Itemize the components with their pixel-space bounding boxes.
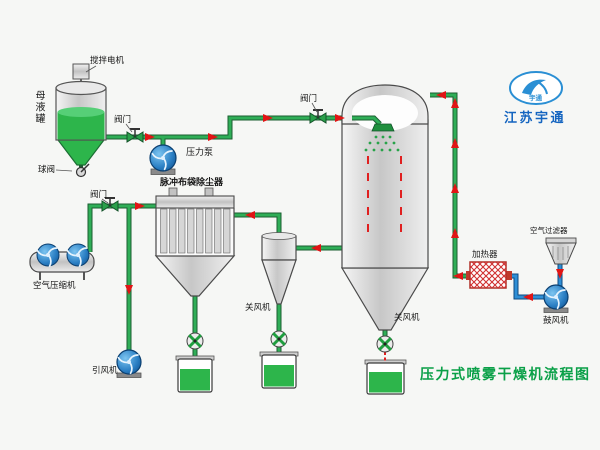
- spray-tower: [340, 84, 430, 331]
- stirring-motor-label: 搅拌电机: [90, 55, 125, 65]
- spray-nozzle: [371, 123, 395, 132]
- blower-fan: [543, 284, 569, 313]
- hot-air-streaks: [367, 156, 402, 240]
- pressure-pump-label: 压力泵: [186, 147, 214, 157]
- air-compressor: [29, 243, 95, 280]
- mother-liquor-tank-label: 母液罐: [33, 90, 44, 125]
- feed-valve-icon: [126, 128, 144, 143]
- logo-swoosh-icon: [522, 79, 546, 95]
- heater-label: 加热器: [472, 249, 498, 259]
- leader-lines: [55, 65, 318, 204]
- tower-rotary-valve-label: 关风机: [394, 312, 420, 322]
- top-valve-label: 阀门: [300, 93, 318, 103]
- heater: [466, 261, 512, 289]
- induced-draft-fan: [116, 349, 142, 378]
- spray-feed-pipe: [352, 115, 382, 126]
- cyclone-rotary-valve-label: 关风机: [245, 302, 271, 312]
- top-valve-icon: [309, 109, 327, 124]
- diagram-title: 压力式喷雾干燥机流程图: [420, 366, 591, 382]
- air-filter-label: 空气过滤器: [530, 226, 568, 235]
- brand-logo: [509, 71, 563, 105]
- pressure-pump: [149, 144, 177, 175]
- rotary-valve-bagfilter: [185, 331, 205, 351]
- pulse-bag-dust-collector: [154, 187, 236, 297]
- stirring-motor: [72, 63, 90, 80]
- collection-tank-cyclone: [259, 351, 299, 389]
- feed-valve-label: 阀门: [114, 114, 132, 124]
- air-filter: [545, 237, 577, 265]
- mother-liquor-tank: [55, 63, 107, 178]
- ball-valve: [75, 163, 90, 178]
- rotary-valve-tower: [375, 334, 395, 354]
- logo-mark-text: 宇通: [529, 95, 542, 102]
- collection-tank-bagfilter: [175, 355, 215, 393]
- air-valve-label: 阀门: [90, 189, 108, 199]
- collection-tank-tower: [364, 352, 407, 395]
- ball-valve-label: 球阀: [38, 164, 56, 174]
- spray-droplets: [364, 135, 400, 152]
- filter-bags: [160, 208, 231, 254]
- rotary-valve-cyclone: [269, 329, 289, 349]
- cyclone-separator: [261, 232, 297, 305]
- bag-filter-label: 脉冲布袋除尘器: [160, 177, 224, 187]
- air-valve-icon: [101, 197, 119, 212]
- brand-name: 江苏宇通: [504, 110, 567, 125]
- flow-arrows: [125, 91, 564, 301]
- induced-draft-fan-label: 引风机: [92, 365, 118, 375]
- blower-label: 鼓风机: [543, 315, 569, 325]
- air-compressor-label: 空气压缩机: [33, 280, 76, 290]
